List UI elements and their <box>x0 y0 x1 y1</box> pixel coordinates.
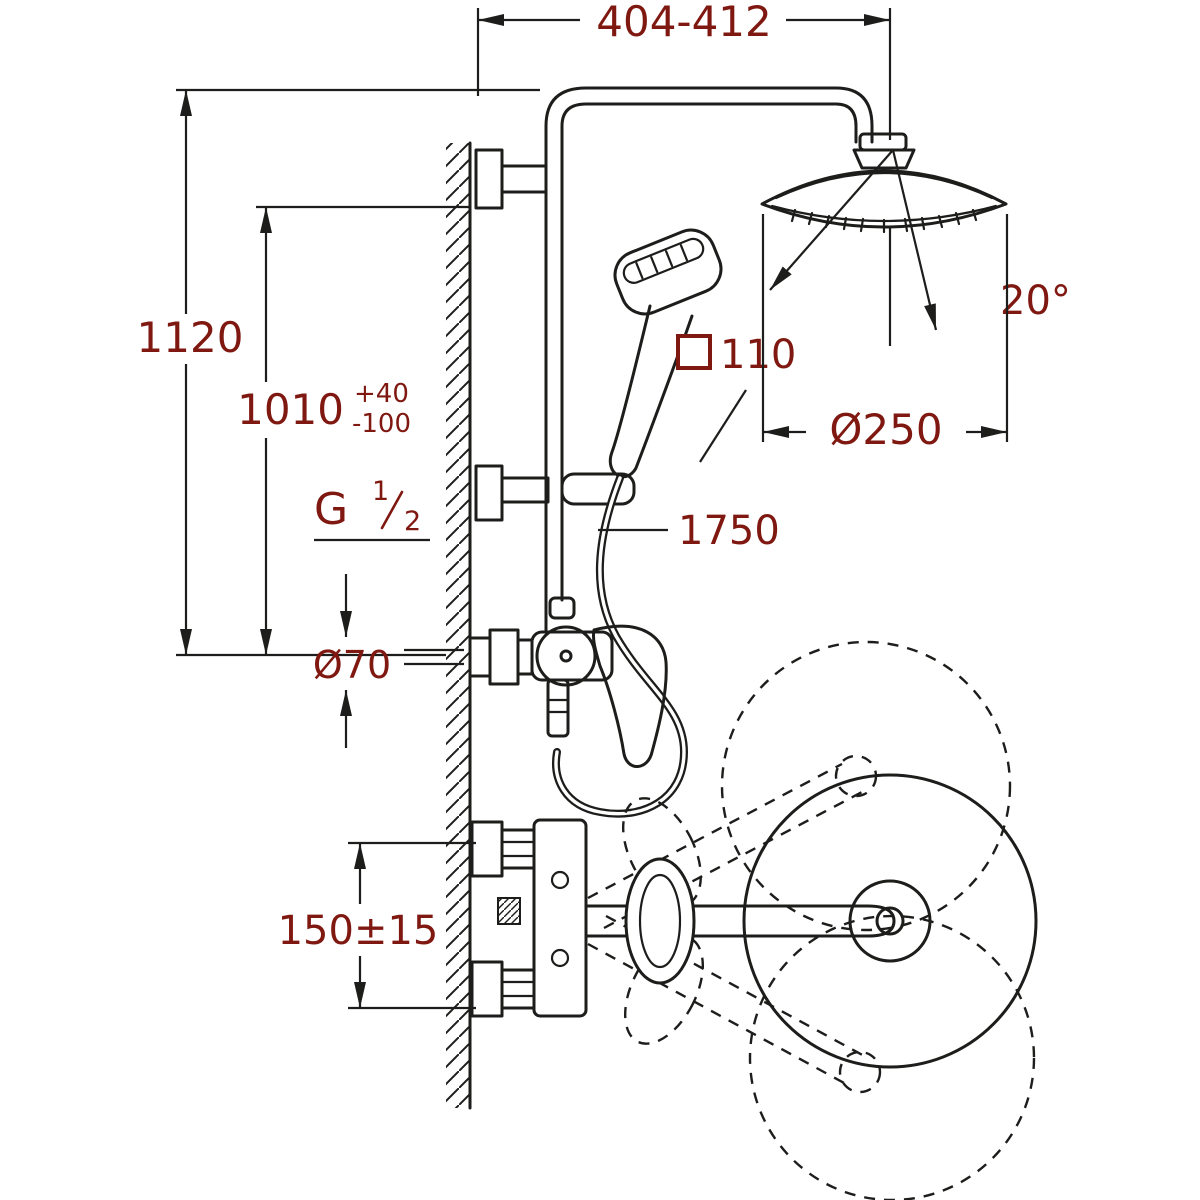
dim-column-height: 1010 +40 -100 <box>200 205 470 655</box>
dim-hand-shower-face: 110 <box>676 332 796 463</box>
dim-label-overall-height: 1120 <box>137 313 244 362</box>
upper-arm-dashed <box>587 762 843 900</box>
mixer-vertical-body <box>532 818 588 1018</box>
shower-hose <box>552 474 689 818</box>
hand-shower-nozzles <box>635 244 688 280</box>
dim-label-tolerance-plus: +40 <box>354 379 409 409</box>
lower-connection-nut <box>500 968 536 1010</box>
swivel-arm <box>584 904 896 938</box>
mixer-wall-union <box>468 636 492 678</box>
swivel-position-lower-dashed <box>748 914 1036 1200</box>
joint-cover <box>624 857 696 985</box>
hose-outlet <box>546 678 570 738</box>
lower-arm-dashed <box>587 942 847 1086</box>
wall-section <box>446 141 472 1110</box>
swivel-hub <box>848 879 932 963</box>
label-backing <box>200 382 436 438</box>
leader-line <box>699 389 747 463</box>
upper-connection-plate <box>470 820 504 878</box>
label-backing <box>806 402 966 452</box>
fraction-slash <box>380 490 404 530</box>
mixer-connection-nut <box>516 638 534 676</box>
column-pipe-outer <box>544 86 874 634</box>
dim-label-hand-shower: 110 <box>720 332 796 378</box>
body-screw <box>550 870 570 890</box>
fixing-screw-section <box>497 897 521 925</box>
hand-shower-face <box>613 228 723 316</box>
thread-denominator: 2 <box>404 506 421 537</box>
dim-label-tolerance-minus: -100 <box>352 409 411 439</box>
square-dimension-icon <box>676 334 712 370</box>
mixer-body <box>530 630 614 682</box>
dim-overall-height: 1120 <box>128 88 540 657</box>
swivel-arm-positions <box>584 640 1038 1200</box>
diverter-knob <box>548 596 576 620</box>
thread-letter: G <box>314 484 348 535</box>
swivel-position-middle <box>742 773 1038 1069</box>
dim-top-width: 404-412 <box>476 0 892 140</box>
head-shower-disc <box>760 169 1008 229</box>
dim-thread: G 1 2 <box>314 476 430 542</box>
joint-cover-inner <box>638 873 682 969</box>
column-pipe-inner <box>560 102 858 602</box>
dim-label-hose-length: 1750 <box>678 508 780 554</box>
head-shower <box>760 132 1008 234</box>
label-backing <box>128 314 250 364</box>
body-screw <box>550 948 570 968</box>
dim-label-escutcheon: Ø70 <box>313 643 391 687</box>
dim-hose-length: 1750 <box>598 508 780 554</box>
holder-wall-plate <box>474 464 504 522</box>
angle-ray-left <box>769 149 894 291</box>
lower-hub-dashed <box>838 1050 882 1094</box>
angle-ray-right <box>891 149 938 331</box>
lower-connection-plate <box>470 960 504 1018</box>
dim-connection-spacing: 150±15 <box>272 841 476 1010</box>
mixer-cartridge-dot <box>559 649 573 663</box>
dim-label-connection-spacing: 150±15 <box>278 908 439 954</box>
label-backing <box>272 904 446 956</box>
wall-hatching <box>446 143 470 1108</box>
mixer-escutcheon <box>488 628 520 686</box>
swivel-position-upper-dashed <box>720 640 1012 932</box>
upper-wall-bracket-plate <box>474 148 504 210</box>
dim-label-top-width: 404-412 <box>596 0 772 46</box>
mixer-cartridge-dome <box>535 625 597 687</box>
hand-shower-holder <box>474 464 636 522</box>
holder-arm <box>500 476 550 504</box>
mixer-valve <box>468 596 668 768</box>
dim-escutcheon: Ø70 <box>313 574 464 748</box>
hose-highlight <box>554 476 686 816</box>
thread-numerator: 1 <box>372 476 389 507</box>
shower-column <box>474 86 874 634</box>
hose-outline <box>552 474 689 818</box>
dim-label-angle: 20° <box>1000 278 1071 324</box>
mixer-lever-handle <box>592 624 668 768</box>
hand-shower-head <box>613 228 723 316</box>
upper-joint-cover-dashed <box>621 797 703 907</box>
head-shower-nozzles <box>790 208 978 234</box>
upper-connection-nut <box>500 828 536 870</box>
dim-head-diameter: Ø250 <box>761 214 1009 454</box>
hand-shower-handle <box>608 304 694 479</box>
dim-label-column-height: 1010 <box>237 385 344 434</box>
swivel-hub-center <box>875 906 905 936</box>
head-shower-rim-line <box>774 171 994 200</box>
dim-head-angle: 20° <box>769 149 1071 346</box>
dim-label-head-diameter: Ø250 <box>829 405 942 454</box>
lower-joint-cover-dashed <box>623 935 705 1045</box>
bath-shower-mixer <box>470 818 588 1018</box>
holder-clamp <box>560 472 636 506</box>
hand-shower-face-slot <box>622 237 705 284</box>
head-shower-ball-joint <box>858 132 908 152</box>
upper-wall-bracket-arm <box>500 164 548 194</box>
label-backing <box>580 0 786 46</box>
